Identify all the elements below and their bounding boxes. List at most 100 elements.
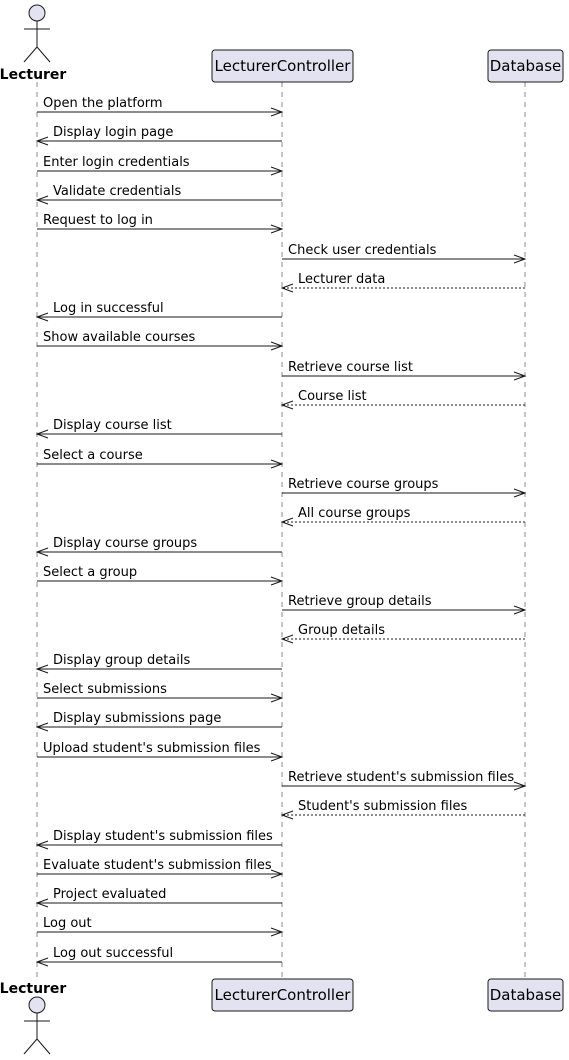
message-label: Lecturer data (298, 272, 385, 287)
message: Log out (37, 916, 284, 937)
arrowhead-icon (270, 576, 284, 586)
arrowhead-icon (35, 429, 49, 439)
message: Display login page (35, 125, 282, 146)
message: Enter login credentials (37, 155, 284, 176)
arrowhead-icon (270, 752, 284, 762)
stick-figure-icon (23, 996, 51, 1055)
actor-label: Lecturer (0, 981, 66, 997)
arrowhead-icon (280, 517, 294, 527)
message: Lecturer data (280, 272, 525, 293)
message-label: Select submissions (43, 682, 167, 697)
message-label: Log out (43, 916, 92, 931)
message: Validate credentials (35, 184, 282, 205)
arrowhead-icon (280, 283, 294, 293)
arrowhead-icon (35, 664, 49, 674)
actor-label: Lecturer (0, 67, 66, 83)
arrowhead-icon (35, 898, 49, 908)
arrowhead-icon (270, 927, 284, 937)
message: Retrieve course groups (282, 477, 527, 498)
message: Check user credentials (282, 243, 527, 264)
message: Display group details (35, 653, 282, 674)
message-label: Validate credentials (53, 184, 182, 199)
message: Display course list (35, 418, 282, 439)
message: Log out successful (35, 946, 282, 967)
message: Show available courses (37, 330, 284, 351)
message-label: Upload student's submission files (43, 741, 261, 756)
message-label: Select a group (43, 565, 137, 580)
message: Student's submission files (280, 799, 525, 820)
arrowhead-icon (270, 166, 284, 176)
actor-lecturer-bottom: Lecturer (0, 981, 66, 1055)
arrowhead-icon (35, 136, 49, 146)
message: Retrieve course list (282, 360, 527, 381)
arrowhead-icon (35, 195, 49, 205)
message-label: Project evaluated (53, 887, 166, 902)
participant-database-bottom: Database (487, 978, 564, 1012)
arrowhead-icon (270, 459, 284, 469)
stick-figure-icon (23, 4, 51, 63)
message: Display course groups (35, 536, 282, 557)
message-label: Evaluate student's submission files (43, 858, 272, 873)
arrowhead-icon (35, 957, 49, 967)
participant-label: Database (490, 986, 562, 1004)
message-label: Request to log in (43, 213, 153, 228)
participant-lecturercontroller-bottom: LecturerController (211, 978, 354, 1012)
arrowhead-icon (280, 400, 294, 410)
participant-label: LecturerController (215, 57, 352, 75)
message: Display submissions page (35, 711, 282, 732)
message: Select a group (37, 565, 284, 586)
arrowhead-icon (270, 107, 284, 117)
arrowhead-icon (280, 810, 294, 820)
arrowhead-icon (35, 547, 49, 557)
arrowhead-icon (513, 781, 527, 791)
message: Course list (280, 389, 525, 410)
participant-lecturercontroller-top: LecturerController (211, 49, 354, 83)
message: Upload student's submission files (37, 741, 284, 762)
arrowhead-icon (270, 224, 284, 234)
arrowhead-icon (270, 869, 284, 879)
message-label: Retrieve group details (288, 594, 432, 609)
message: Retrieve student's submission files (282, 770, 527, 791)
message: Project evaluated (35, 887, 282, 908)
participant-database-top: Database (487, 49, 564, 83)
message-label: Retrieve course list (288, 360, 413, 375)
message-label: Show available courses (43, 330, 195, 345)
arrowhead-icon (513, 605, 527, 615)
message-label: Display course groups (53, 536, 197, 551)
message: Log in successful (35, 301, 282, 322)
participant-label: Database (490, 57, 562, 75)
arrowhead-icon (513, 371, 527, 381)
message-label: Display course list (53, 418, 172, 433)
message: Retrieve group details (282, 594, 527, 615)
arrowhead-icon (35, 722, 49, 732)
message-label: Log in successful (53, 301, 164, 316)
message-label: Student's submission files (298, 799, 467, 814)
message-label: Retrieve student's submission files (288, 770, 514, 785)
message-label: Enter login credentials (43, 155, 190, 170)
actor-lecturer-top: Lecturer (0, 4, 66, 83)
message-label: Open the platform (43, 96, 163, 111)
message-label: Course list (298, 389, 367, 404)
message-label: Display login page (53, 125, 173, 140)
arrowhead-icon (270, 693, 284, 703)
message-label: All course groups (298, 506, 411, 521)
message-label: Retrieve course groups (288, 477, 439, 492)
message: Select submissions (37, 682, 284, 703)
message: Select a course (37, 448, 284, 469)
message: Open the platform (37, 96, 284, 117)
arrowhead-icon (513, 254, 527, 264)
arrowhead-icon (280, 634, 294, 644)
participant-label: LecturerController (215, 986, 352, 1004)
arrowhead-icon (513, 488, 527, 498)
message: Request to log in (37, 213, 284, 234)
message-label: Display group details (53, 653, 190, 668)
message-label: Log out successful (53, 946, 173, 961)
message: All course groups (280, 506, 525, 527)
arrowhead-icon (35, 312, 49, 322)
arrowhead-icon (270, 341, 284, 351)
message-label: Check user credentials (288, 243, 437, 258)
arrowhead-icon (35, 840, 49, 850)
message: Evaluate student's submission files (37, 858, 284, 879)
